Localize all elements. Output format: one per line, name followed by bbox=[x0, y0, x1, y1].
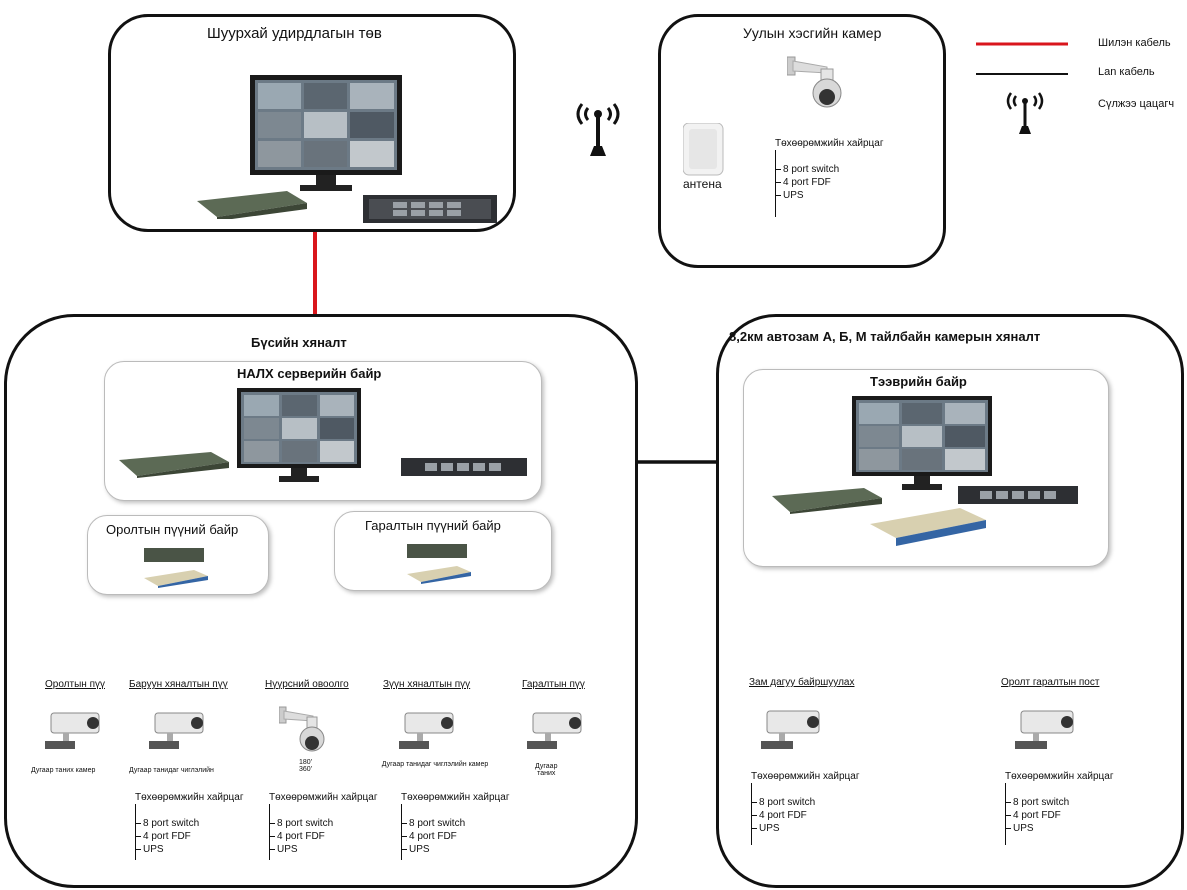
fdf-panel-icon bbox=[144, 570, 208, 593]
cabinet-title: Төхөөрөмжийн хайрцаг bbox=[775, 138, 884, 149]
spec-switch: 8 port switch bbox=[135, 817, 244, 830]
monitor-icon bbox=[250, 75, 402, 198]
highway-title: 8,2км автозам А, Б, М тайлбайн камерын х… bbox=[729, 329, 1041, 344]
transport-building-title: Тээврийн байр bbox=[870, 374, 967, 389]
entry-gate-title: Оролтын пүүний байр bbox=[106, 522, 239, 537]
legend-lan: Lan кабель bbox=[1098, 66, 1155, 78]
spec-ups: UPS bbox=[269, 843, 378, 856]
bullet-camera-icon bbox=[399, 709, 461, 758]
switch-icon bbox=[197, 191, 307, 224]
point-label: Оролтын пүү bbox=[45, 679, 105, 690]
camera-note: Дугаар танидаг чиглэлийн камер bbox=[381, 761, 489, 768]
legend-access-point: Сүлжээ цацагч bbox=[1098, 98, 1175, 110]
switch-icon bbox=[144, 548, 204, 569]
spec-fdf: 4 port FDF bbox=[775, 176, 884, 189]
cabinet-title: Төхөөрөмжийн хайрцаг bbox=[751, 771, 860, 782]
bullet-camera-icon bbox=[1015, 707, 1081, 758]
camera-note: Дугаар танидаг чиглэлийн bbox=[129, 767, 214, 774]
spec-switch: 8 port switch bbox=[269, 817, 378, 830]
monitor-icon bbox=[852, 396, 992, 499]
spec-ups: UPS bbox=[751, 822, 860, 835]
point-label: Нүүрсний овоолго bbox=[265, 679, 349, 690]
mountain-camera-box: Уулын хэсгийн камер антена Төхөөрөмжийн … bbox=[658, 14, 946, 268]
cabinet-spec: Төхөөрөмжийн хайрцаг 8 port switch 4 por… bbox=[751, 770, 860, 845]
spec-fdf: 4 port FDF bbox=[135, 830, 244, 843]
server-building: НАЛХ серверийн байр bbox=[104, 361, 542, 501]
fdf-panel-icon bbox=[870, 508, 986, 553]
point-label: Гаралтын пүү bbox=[522, 679, 585, 690]
camera-note: Дугаар таних камер bbox=[31, 767, 96, 774]
bullet-camera-icon bbox=[45, 709, 107, 758]
gate-post-label: Оролт гаралтын пост bbox=[1001, 677, 1100, 688]
dome-camera-icon bbox=[278, 705, 335, 764]
point-label: Баруун хяналтын пүү bbox=[129, 679, 228, 690]
boundary-box: Бүсийн хяналт НАЛХ серверийн байр Оролты… bbox=[4, 314, 638, 888]
antenna-label: антена bbox=[683, 177, 722, 191]
legend-access-point-icon bbox=[1003, 88, 1047, 141]
spec-ups: UPS bbox=[775, 189, 884, 202]
boundary-title: Бүсийн хяналт bbox=[251, 335, 347, 350]
bullet-camera-icon bbox=[761, 707, 827, 758]
spec-switch: 8 port switch bbox=[775, 163, 884, 176]
transport-building: Тээврийн байр bbox=[743, 369, 1109, 567]
cabinet-spec: Төхөөрөмжийн хайрцаг 8 port switch 4 por… bbox=[1005, 770, 1114, 845]
switch-icon bbox=[119, 452, 229, 483]
switch-icon bbox=[772, 488, 882, 519]
mountain-cabinet-spec: Төхөөрөмжийн хайрцаг 8 port switch 4 por… bbox=[775, 137, 884, 217]
bullet-camera-icon bbox=[527, 709, 589, 758]
spec-fdf: 4 port FDF bbox=[401, 830, 510, 843]
point-label: Зүүн хяналтын пүү bbox=[383, 679, 471, 690]
highway-box: 8,2км автозам А, Б, М тайлбайн камерын х… bbox=[716, 314, 1184, 888]
bullet-camera-icon bbox=[149, 709, 211, 758]
control-center-title: Шуурхай удирдлагын төв bbox=[207, 25, 382, 42]
monitor-icon bbox=[237, 388, 361, 489]
spec-fdf: 4 port FDF bbox=[751, 809, 860, 822]
fdf-panel-icon bbox=[407, 566, 471, 589]
camera-note: Дугаар таних bbox=[535, 763, 558, 777]
spec-ups: UPS bbox=[1005, 822, 1114, 835]
cabinet-spec: Төхөөрөмжийн хайрцаг 8 port switch 4 por… bbox=[269, 791, 378, 860]
switch-icon bbox=[407, 544, 467, 565]
mountain-camera-title: Уулын хэсгийн камер bbox=[743, 25, 882, 41]
spec-switch: 8 port switch bbox=[751, 796, 860, 809]
spec-fdf: 4 port FDF bbox=[269, 830, 378, 843]
server-icon bbox=[401, 458, 527, 483]
cabinet-spec: Төхөөрөмжийн хайрцаг 8 port switch 4 por… bbox=[135, 791, 244, 860]
server-building-title: НАЛХ серверийн байр bbox=[237, 366, 382, 381]
camera-note: 180' 360' bbox=[299, 759, 313, 773]
server-icon bbox=[363, 195, 497, 230]
spec-ups: UPS bbox=[401, 843, 510, 856]
cabinet-title: Төхөөрөмжийн хайрцаг bbox=[401, 792, 510, 803]
spec-switch: 8 port switch bbox=[1005, 796, 1114, 809]
access-point-icon bbox=[572, 98, 624, 163]
control-center-box: Шуурхай удирдлагын төв bbox=[108, 14, 516, 232]
cabinet-title: Төхөөрөмжийн хайрцаг bbox=[135, 792, 244, 803]
legend-fiber: Шилэн кабель bbox=[1098, 37, 1171, 49]
spec-fdf: 4 port FDF bbox=[1005, 809, 1114, 822]
exit-gate-building: Гаралтын пүүний байр bbox=[334, 511, 552, 591]
roadside-label: Зам дагуу байршуулах bbox=[749, 677, 855, 688]
cabinet-title: Төхөөрөмжийн хайрцаг bbox=[1005, 771, 1114, 782]
cabinet-spec: Төхөөрөмжийн хайрцаг 8 port switch 4 por… bbox=[401, 791, 510, 860]
spec-ups: UPS bbox=[135, 843, 244, 856]
antenna-icon bbox=[682, 122, 725, 182]
cabinet-title: Төхөөрөмжийн хайрцаг bbox=[269, 792, 378, 803]
entry-gate-building: Оролтын пүүний байр bbox=[87, 515, 269, 595]
spec-switch: 8 port switch bbox=[401, 817, 510, 830]
exit-gate-title: Гаралтын пүүний байр bbox=[365, 518, 501, 533]
dome-camera-icon bbox=[786, 55, 851, 116]
server-icon bbox=[958, 486, 1078, 511]
